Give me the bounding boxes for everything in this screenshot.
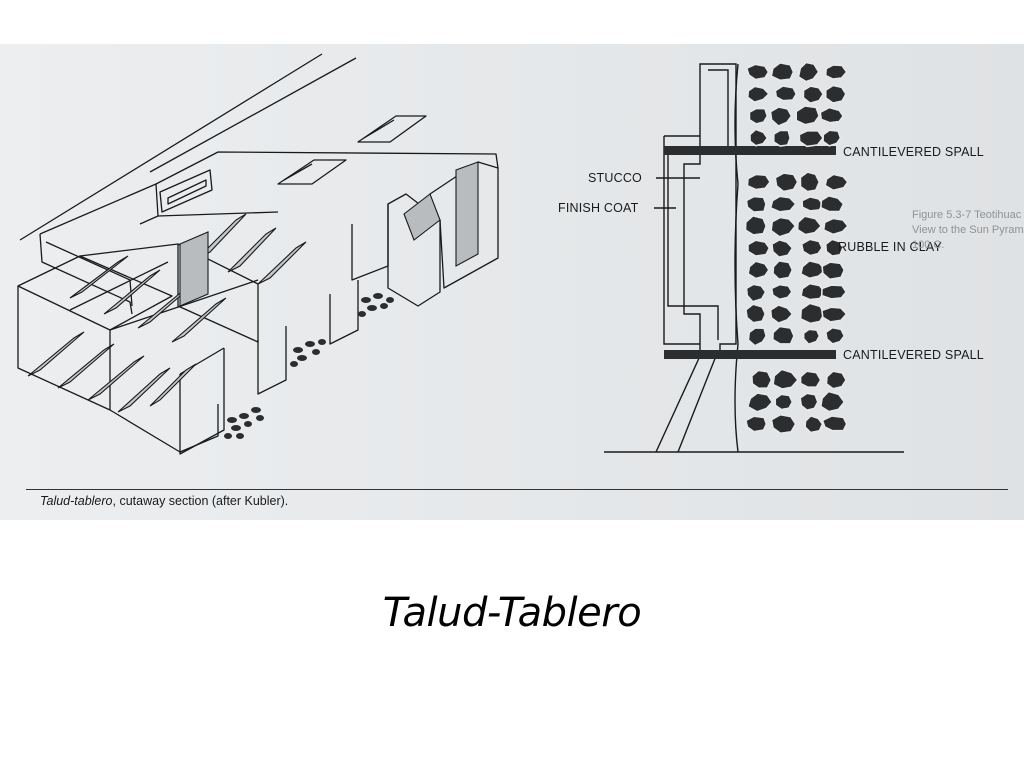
rubble-stone: [746, 85, 771, 104]
rubble-stone: [769, 106, 793, 127]
rubble-stone: [821, 306, 848, 323]
rubble-stone: [802, 85, 825, 105]
rubble-stone: [799, 260, 827, 280]
rubble-stone: [824, 64, 848, 80]
rubble-stone: [744, 415, 768, 433]
rubble-stone: [822, 129, 842, 147]
cantilevered-spalls: [664, 146, 836, 359]
rubble-stone: [770, 413, 797, 435]
rubble-stone: [770, 62, 795, 82]
rubble-stone: [747, 239, 771, 257]
rubble-stone: [745, 195, 767, 213]
rubble-stone: [799, 302, 826, 325]
rubble-stone: [801, 196, 824, 212]
rubble-stone: [821, 261, 846, 281]
caption-rule: [26, 489, 1008, 490]
rubble-stone: [747, 327, 768, 347]
rubble-stone: [800, 282, 826, 301]
rubble-stone: [746, 173, 772, 191]
rubble-stone: [799, 370, 822, 389]
bleed-line-2: View to the Sun Pyramid: [912, 224, 1024, 236]
scanned-figure: CANTILEVERED SPALL STUCCO FINISH COAT RU…: [0, 44, 1024, 520]
rubble-stone: [819, 194, 845, 213]
talud-tablero-drawing: [0, 44, 1024, 520]
rubble-core: [744, 61, 849, 435]
rubble-pebbles-left: [224, 293, 394, 439]
rubble-stone: [770, 283, 793, 301]
rubble-stone: [747, 260, 770, 280]
rubble-stone: [772, 129, 792, 147]
label-stucco: STUCCO: [588, 171, 642, 185]
rubble-stone: [770, 216, 797, 238]
rubble-stone: [746, 392, 774, 413]
rubble-stone: [798, 130, 825, 148]
rubble-stone: [819, 390, 846, 413]
rubble-stone: [820, 284, 848, 300]
label-cantilevered-spall-top: CANTILEVERED SPALL: [843, 145, 984, 159]
rubble-stone: [745, 283, 767, 303]
rubble-stone: [744, 215, 768, 236]
bleed-line-1: Figure 5.3-7 Teotihuac: [912, 209, 1022, 221]
rubble-stone: [772, 259, 794, 281]
rubble-stone: [774, 85, 798, 102]
rubble-stone: [745, 303, 767, 324]
caption-italic: Talud-tablero: [40, 494, 113, 508]
rubble-stone: [797, 61, 820, 83]
rubble-stone: [772, 368, 799, 390]
rubble-stone: [769, 195, 797, 213]
rubble-stone: [774, 393, 794, 411]
rubble-stone: [800, 238, 824, 257]
rubble-stone: [748, 107, 769, 125]
rubble-stone: [825, 370, 848, 390]
rubble-stone: [824, 326, 846, 345]
label-rubble-in-clay: RUBBLE IN CLAY: [838, 240, 942, 254]
rubble-stone: [771, 239, 794, 259]
rubble-stone: [824, 84, 847, 104]
rubble-stone: [821, 415, 848, 432]
cantilever-slabs: [27, 213, 307, 413]
rubble-stone: [750, 369, 773, 390]
rubble-stone: [796, 215, 823, 236]
rubble-stone: [799, 171, 821, 193]
rubble-stone: [795, 105, 821, 126]
rubble-stone: [774, 172, 799, 193]
rubble-stone: [824, 238, 844, 257]
rubble-stone: [799, 392, 819, 412]
rubble-stone: [769, 304, 794, 325]
rubble-stone: [802, 328, 821, 346]
figure-caption: Talud-tablero, cutaway section (after Ku…: [40, 494, 288, 508]
label-finish-coat: FINISH COAT: [558, 201, 639, 215]
wall-cross-section: [604, 63, 904, 453]
rubble-stone: [804, 414, 824, 434]
rubble-stone: [822, 217, 849, 236]
bleed-through-text: Figure 5.3-7 Teotihuac View to the Sun P…: [912, 208, 1024, 253]
caption-text: , cutaway section (after Kubler).: [112, 494, 289, 508]
rubble-stone: [745, 63, 770, 81]
bleed-line-3: 100 C.: [912, 239, 945, 251]
slide-title: Talud-Tablero: [382, 590, 642, 636]
rubble-stone: [824, 173, 849, 192]
rubble-stone: [819, 106, 845, 124]
label-cantilevered-spall-bottom: CANTILEVERED SPALL: [843, 348, 984, 362]
rubble-stone: [749, 128, 769, 147]
rubble-stone: [771, 325, 795, 345]
